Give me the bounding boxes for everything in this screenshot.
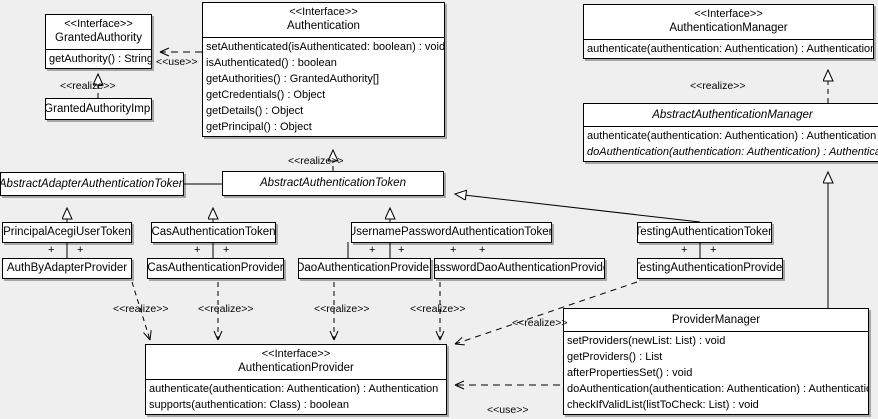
class-authentication-manager[interactable]: <<Interface>> AuthenticationManager auth… xyxy=(583,4,874,59)
class-username-password-authentication-token[interactable]: UsernamePasswordAuthenticationToken xyxy=(351,222,552,243)
class-name: AuthenticationManager xyxy=(669,22,788,34)
method-item: isAuthenticated() : boolean xyxy=(206,57,337,69)
class-granted-authority[interactable]: <<Interface>> GrantedAuthority getAuthor… xyxy=(45,14,152,69)
method-item: checkIfValidList(listToCheck: List) : vo… xyxy=(567,399,759,411)
class-principal-acegi-user-token[interactable]: PrincipalAcegiUserToken xyxy=(2,222,132,243)
class-testing-authentication-token[interactable]: TestingAuthenticationToken xyxy=(637,222,772,243)
class-name: AbstractAuthenticationManager xyxy=(652,109,813,121)
method-item: doAuthentication(authentication: Authent… xyxy=(567,383,869,395)
multiplicity-marker: + xyxy=(223,244,230,256)
method-item: setAuthenticated(isAuthenticated: boolea… xyxy=(206,41,445,53)
multiplicity-marker: + xyxy=(681,244,688,256)
class-auth-by-adapter-provider[interactable]: AuthByAdapterProvider xyxy=(2,258,132,279)
class-dao-authentication-provider[interactable]: DaoAuthenticationProvider xyxy=(298,258,431,279)
method-compartment: authenticate(authentication: Authenticat… xyxy=(146,379,446,414)
multiplicity-marker: + xyxy=(369,244,376,256)
method-item: supports(authentication: Class) : boolea… xyxy=(149,399,349,411)
method-compartment: setProviders(newList: List) : void getPr… xyxy=(564,331,868,414)
stereotype-label: <<Interface>> xyxy=(694,8,763,20)
class-password-dao-authentication-provider[interactable]: PasswordDaoAuthenticationProvider xyxy=(434,258,605,279)
class-authentication-provider[interactable]: <<Interface>> AuthenticationProvider aut… xyxy=(145,344,447,415)
class-granted-authority-impl[interactable]: GrantedAuthorityImpl xyxy=(45,98,152,120)
class-abstract-authentication-token[interactable]: AbstractAuthenticationToken xyxy=(222,171,444,196)
edge-label-use-provider-manager: <<use>> xyxy=(487,404,529,416)
multiplicity-marker: + xyxy=(194,244,201,256)
method-item: getAuthorities() : GrantedAuthority[] xyxy=(206,73,380,85)
edge-label-realize-password-dao-authentication-provider: <<realize>> xyxy=(410,303,466,315)
class-name: PasswordDaoAuthenticationProvider xyxy=(434,262,605,274)
multiplicity-marker: + xyxy=(450,244,457,256)
edge-label-realize-testing-authentication-provider: <<realize>> xyxy=(512,317,568,329)
class-name: AuthByAdapterProvider xyxy=(6,262,128,274)
class-authentication[interactable]: <<Interface>> Authentication setAuthenti… xyxy=(202,2,445,137)
class-name: PrincipalAcegiUserToken xyxy=(3,226,131,238)
class-name: TestingAuthenticationProvider xyxy=(637,262,783,274)
edge-label-realize-dao-authentication-provider: <<realize>> xyxy=(314,303,370,315)
class-header: <<Interface>> AuthenticationManager xyxy=(584,5,873,39)
edge-label-realize-abstract-authentication-manager: <<realize>> xyxy=(690,80,746,92)
method-item: afterPropertiesSet() : void xyxy=(567,367,693,379)
class-header: AbstractAuthenticationManager xyxy=(584,104,878,126)
class-name: GrantedAuthority xyxy=(55,32,142,44)
class-name: Authentication xyxy=(287,20,360,32)
class-name: ProviderManager xyxy=(671,314,761,326)
multiplicity-marker: + xyxy=(479,244,486,256)
method-compartment: authenticate(authentication: Authenticat… xyxy=(584,126,878,161)
class-name: CasAuthenticationProvider xyxy=(147,262,284,274)
method-item: authenticate(authentication: Authenticat… xyxy=(149,383,439,395)
class-abstract-authentication-manager[interactable]: AbstractAuthenticationManager authentica… xyxy=(583,103,878,162)
stereotype-label: <<Interface>> xyxy=(261,348,331,360)
edge-label-realize-auth-by-adapter-provider: <<realize>> xyxy=(113,303,169,315)
class-name: AuthenticationProvider xyxy=(238,362,354,374)
class-name: CasAuthenticationToken xyxy=(151,226,276,238)
class-header: <<Interface>> Authentication xyxy=(203,3,444,37)
class-name: AbstractAdapterAuthenticationToken xyxy=(0,177,184,190)
method-compartment: getAuthority() : String xyxy=(46,49,151,68)
class-name: AbstractAuthenticationToken xyxy=(260,177,406,189)
class-testing-authentication-provider[interactable]: TestingAuthenticationProvider xyxy=(637,258,783,279)
class-cas-authentication-provider[interactable]: CasAuthenticationProvider xyxy=(147,258,284,279)
class-name: GrantedAuthorityImpl xyxy=(45,102,152,115)
multiplicity-marker: + xyxy=(48,244,55,256)
method-item: getPrincipal() : Object xyxy=(206,121,312,133)
class-header: ProviderManager xyxy=(564,309,868,331)
method-compartment: authenticate(authentication: Authenticat… xyxy=(584,39,873,58)
edge-label-realize-granted-authority-impl: <<realize>> xyxy=(60,80,116,92)
method-item: authenticate(authentication: Authenticat… xyxy=(587,130,877,142)
class-name: DaoAuthenticationProvider xyxy=(298,262,431,274)
class-header: <<Interface>> AuthenticationProvider xyxy=(146,345,446,379)
method-item: getDetails() : Object xyxy=(206,105,304,117)
class-provider-manager[interactable]: ProviderManager setProviders(newList: Li… xyxy=(563,308,869,415)
method-item: getProviders() : List xyxy=(567,351,663,363)
multiplicity-marker: + xyxy=(398,244,405,256)
method-item: setProviders(newList: List) : void xyxy=(567,335,726,347)
method-item: authenticate(authentication: Authenticat… xyxy=(587,43,874,55)
stereotype-label: <<Interface>> xyxy=(64,18,133,30)
edge-label-realize-cas-authentication-provider: <<realize>> xyxy=(198,303,254,315)
stereotype-label: <<Interface>> xyxy=(289,6,358,18)
class-header: <<Interface>> GrantedAuthority xyxy=(46,15,151,49)
class-name: TestingAuthenticationToken xyxy=(637,226,772,238)
method-item: getAuthority() : String xyxy=(49,53,152,65)
edge-label-realize-abstract-authentication-token: <<realize>> xyxy=(288,155,344,167)
multiplicity-marker: + xyxy=(710,244,717,256)
class-abstract-adapter-authentication-token[interactable]: AbstractAdapterAuthenticationToken xyxy=(0,172,184,196)
method-compartment: setAuthenticated(isAuthenticated: boolea… xyxy=(203,37,444,136)
edge-label-use-granted-authority: <<use>> xyxy=(156,56,198,68)
multiplicity-marker: + xyxy=(77,244,84,256)
method-item: doAuthentication(authentication: Authent… xyxy=(587,146,878,158)
class-cas-authentication-token[interactable]: CasAuthenticationToken xyxy=(151,222,276,243)
method-item: getCredentials() : Object xyxy=(206,89,326,101)
class-name: UsernamePasswordAuthenticationToken xyxy=(351,226,552,238)
